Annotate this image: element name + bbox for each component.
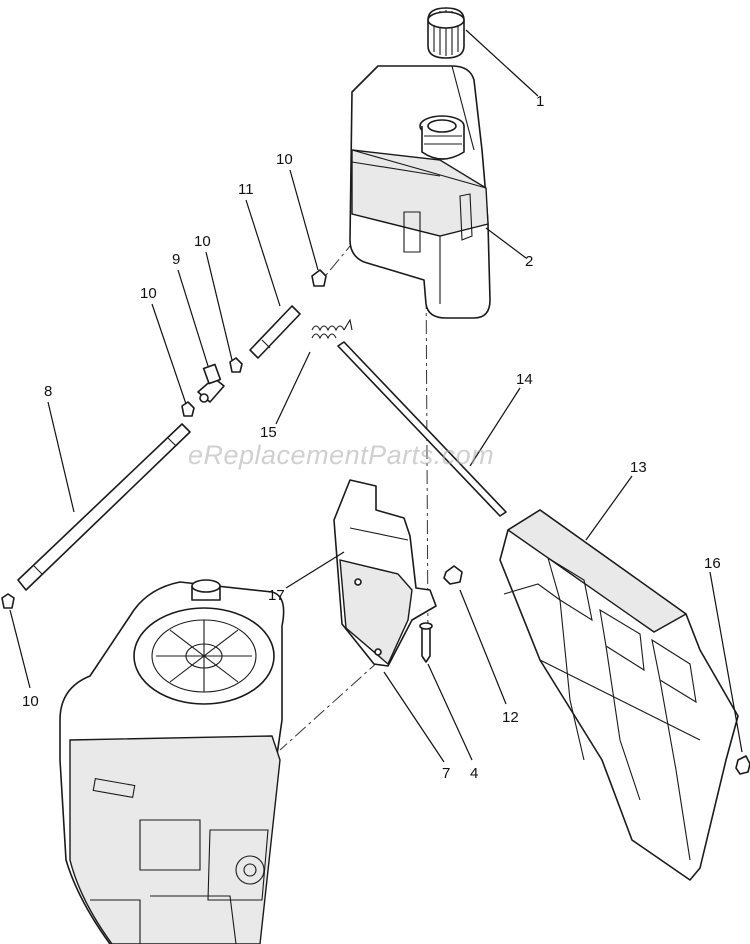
callout-4: 4 xyxy=(470,765,478,782)
hose-clamp-mid xyxy=(229,357,243,373)
watermark-text: eReplacementParts.com xyxy=(188,440,495,470)
callout-13: 13 xyxy=(630,459,647,476)
fuel-cap xyxy=(427,7,465,59)
fuel-shutoff-valve xyxy=(197,363,225,403)
callout-10-lower: 10 xyxy=(140,285,157,302)
callout-10-upper: 10 xyxy=(276,151,293,168)
callout-7: 7 xyxy=(442,765,450,782)
engine-assembly xyxy=(59,579,285,944)
callout-14: 14 xyxy=(516,371,533,388)
throttle-spring xyxy=(311,318,353,340)
lock-nut xyxy=(443,565,463,585)
hose-clamp-bottom xyxy=(1,593,15,609)
hose-clamp-upper xyxy=(311,269,327,287)
mounting-bracket xyxy=(333,479,437,667)
callout-labels: 1 2 10 11 10 9 10 8 15 14 13 17 16 12 7 … xyxy=(22,93,721,782)
control-rod xyxy=(337,341,507,517)
fuel-hose-upper xyxy=(249,305,301,359)
callout-9: 9 xyxy=(172,251,180,268)
callout-15: 15 xyxy=(260,424,277,441)
callout-16: 16 xyxy=(704,555,721,572)
callout-10-bottom: 10 xyxy=(22,693,39,710)
leader-lines xyxy=(9,29,743,763)
callout-11: 11 xyxy=(238,181,254,198)
callout-10-mid: 10 xyxy=(194,233,211,250)
callout-12: 12 xyxy=(502,709,519,726)
hose-clamp-lower xyxy=(181,401,195,417)
shroud-nut xyxy=(735,755,750,775)
fuel-tank xyxy=(349,65,491,319)
fuel-hose-lower xyxy=(17,423,191,591)
callout-17: 17 xyxy=(268,587,285,604)
engine-shroud xyxy=(499,509,739,881)
callout-8: 8 xyxy=(44,383,52,400)
callout-2: 2 xyxy=(525,253,533,270)
assembly-centerlines xyxy=(279,239,429,751)
callout-1: 1 xyxy=(536,93,544,110)
bracket-screw xyxy=(419,622,433,663)
